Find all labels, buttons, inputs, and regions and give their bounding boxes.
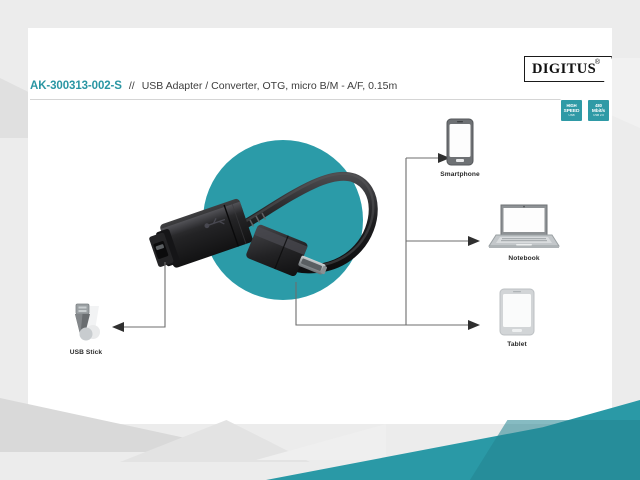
badge-line-1: 480 xyxy=(595,103,602,109)
device-node-tablet: Tablet xyxy=(478,288,556,348)
smartphone-icon xyxy=(446,118,474,166)
article-number: AK-300313-002-S xyxy=(30,80,122,92)
transfer-rate-badge: 480 Mbit/s USB 2.0 xyxy=(587,99,610,122)
device-node-usb-stick: USB Stick xyxy=(44,300,128,356)
tablet-icon xyxy=(499,288,535,336)
badge-line-3: USB 2.0 xyxy=(593,112,604,117)
product-description: USB Adapter / Converter, OTG, micro B/M … xyxy=(141,80,398,92)
smartphone-label: Smartphone xyxy=(440,171,480,178)
spec-badge-group: HIGH SPEED USB 480 Mbit/s USB 2.0 xyxy=(560,99,610,122)
badge-line-1: HIGH xyxy=(566,103,577,109)
usb-stick-icon xyxy=(75,303,100,341)
high-speed-usb-badge: HIGH SPEED USB xyxy=(560,99,583,122)
product-header: AK-300313-002-S // USB Adapter / Convert… xyxy=(30,80,582,92)
notebook-icon xyxy=(488,204,560,248)
badge-line-3: USB xyxy=(568,112,575,117)
device-node-notebook: Notebook xyxy=(478,204,570,262)
badge-line-2: SPEED xyxy=(563,108,580,114)
device-node-smartphone: Smartphone xyxy=(425,118,495,178)
notebook-label: Notebook xyxy=(508,255,540,262)
badge-line-2: Mbit/s xyxy=(591,108,606,114)
digitus-logo: DIGITUS ® xyxy=(524,56,612,82)
logo-wordmark: DIGITUS xyxy=(532,60,597,77)
header-separator: // xyxy=(128,80,135,92)
registered-trademark-icon: ® xyxy=(594,59,600,66)
product-image-otg-cable xyxy=(149,171,378,277)
header-divider xyxy=(30,99,582,100)
tablet-label: Tablet xyxy=(507,341,527,348)
usb-stick-label: USB Stick xyxy=(69,349,103,356)
